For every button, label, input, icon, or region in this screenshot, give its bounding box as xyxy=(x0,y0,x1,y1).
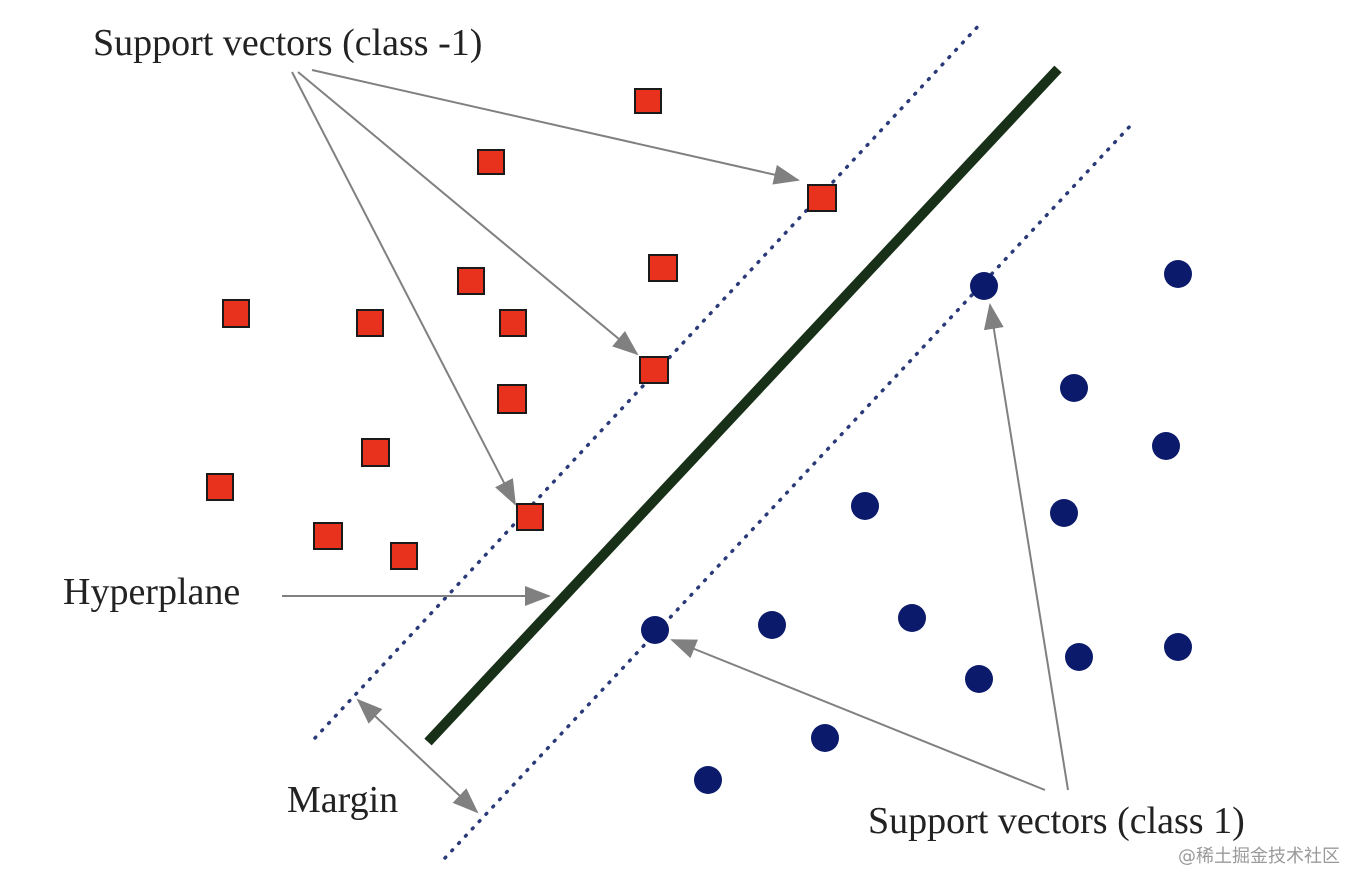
label-hyperplane: Hyperplane xyxy=(63,571,240,613)
class-pos-point xyxy=(965,665,993,693)
arrow-support-pos-2 xyxy=(670,639,1046,791)
class-pos-point xyxy=(1164,260,1192,288)
arrow-support-neg-3 xyxy=(291,71,516,506)
class-pos-point xyxy=(1060,374,1088,402)
class-neg-point xyxy=(361,438,390,467)
arrow-support-neg-1 xyxy=(311,69,800,185)
class-neg-point xyxy=(634,88,662,114)
class-neg-point-support xyxy=(516,503,544,531)
label-support-vectors-class-neg: Support vectors (class -1) xyxy=(93,22,482,64)
class-neg-point xyxy=(499,309,527,337)
class-pos-point-support xyxy=(641,616,669,644)
label-margin: Margin xyxy=(287,779,398,821)
class-neg-point xyxy=(648,254,678,282)
class-neg-point xyxy=(206,473,234,501)
arrow-support-pos-1 xyxy=(983,303,1069,791)
class-pos-point xyxy=(694,766,722,794)
arrow-support-neg-2 xyxy=(297,71,639,356)
margin-line-lower xyxy=(443,122,1134,860)
class-pos-point xyxy=(1065,643,1093,671)
class-neg-point xyxy=(477,149,505,175)
class-neg-point xyxy=(313,522,343,550)
class-neg-point-support xyxy=(807,184,837,212)
class-pos-points xyxy=(641,260,1192,794)
class-pos-point-support xyxy=(970,272,998,300)
class-neg-point xyxy=(356,309,384,337)
class-pos-point xyxy=(1164,633,1192,661)
class-pos-point xyxy=(1152,432,1180,460)
class-neg-point xyxy=(222,299,250,328)
label-support-vectors-class-pos: Support vectors (class 1) xyxy=(868,800,1245,842)
hyperplane-line xyxy=(424,65,1062,746)
annotation-arrows xyxy=(282,69,1069,814)
class-neg-point-support xyxy=(639,356,669,384)
class-neg-point xyxy=(457,267,485,295)
class-pos-point xyxy=(811,724,839,752)
class-neg-point xyxy=(390,542,418,570)
arrow-margin xyxy=(356,698,479,814)
class-pos-point xyxy=(898,604,926,632)
watermark-text: @稀土掘金技术社区 xyxy=(1178,846,1340,867)
class-pos-point xyxy=(851,492,879,520)
class-neg-point xyxy=(497,384,527,414)
class-pos-point xyxy=(1050,499,1078,527)
class-pos-point xyxy=(758,611,786,639)
class-neg-points xyxy=(206,88,837,570)
